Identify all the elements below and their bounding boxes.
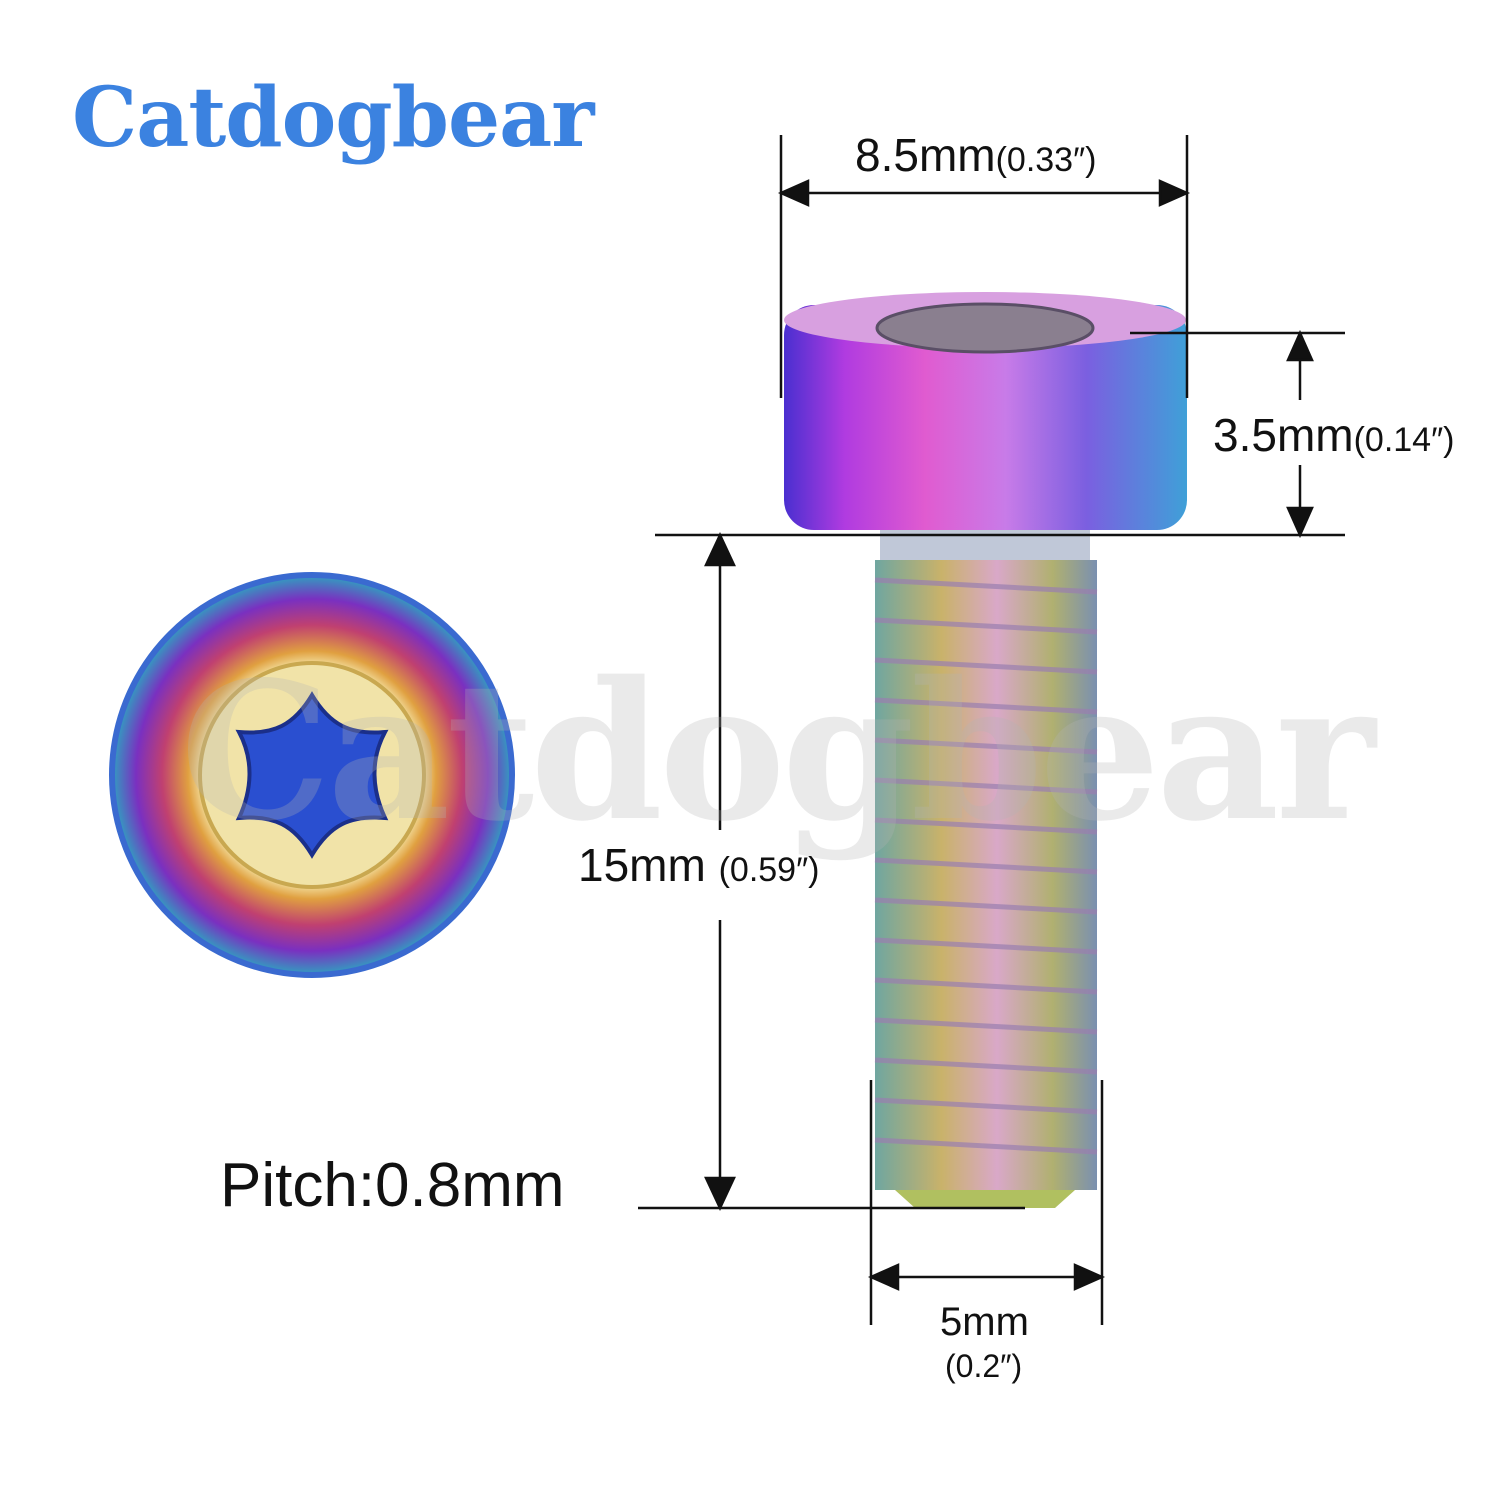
bolt-top-view bbox=[109, 572, 515, 978]
thread-lines bbox=[874, 577, 1098, 1155]
thread-diameter-metric: 5mm bbox=[940, 1300, 1029, 1344]
head-diameter-metric: 8.5mm bbox=[855, 129, 996, 181]
dimension-lines bbox=[638, 135, 1345, 1325]
head-height-imperial: (0.14″) bbox=[1353, 421, 1455, 459]
brand-logo: Catdogbear bbox=[72, 70, 594, 166]
torx-icon bbox=[235, 691, 389, 859]
bolt-side-view bbox=[784, 292, 1187, 1208]
head-height-label: 3.5mm(0.14″) bbox=[1213, 408, 1454, 462]
thread-length-metric: 15mm bbox=[578, 839, 706, 891]
thread-length-imperial: (0.59″) bbox=[718, 851, 820, 889]
thread-diameter-imperial: (0.2″) bbox=[945, 1348, 1023, 1384]
head-height-metric: 3.5mm bbox=[1213, 409, 1354, 461]
head-diameter-label: 8.5mm(0.33″) bbox=[855, 128, 1096, 182]
head-diameter-imperial: (0.33″) bbox=[995, 141, 1097, 179]
pitch-label: Pitch:0.8mm bbox=[220, 1151, 565, 1220]
watermark: Catdogbear bbox=[180, 640, 1375, 863]
thread-length-label: 15mm (0.59″) bbox=[578, 838, 819, 892]
